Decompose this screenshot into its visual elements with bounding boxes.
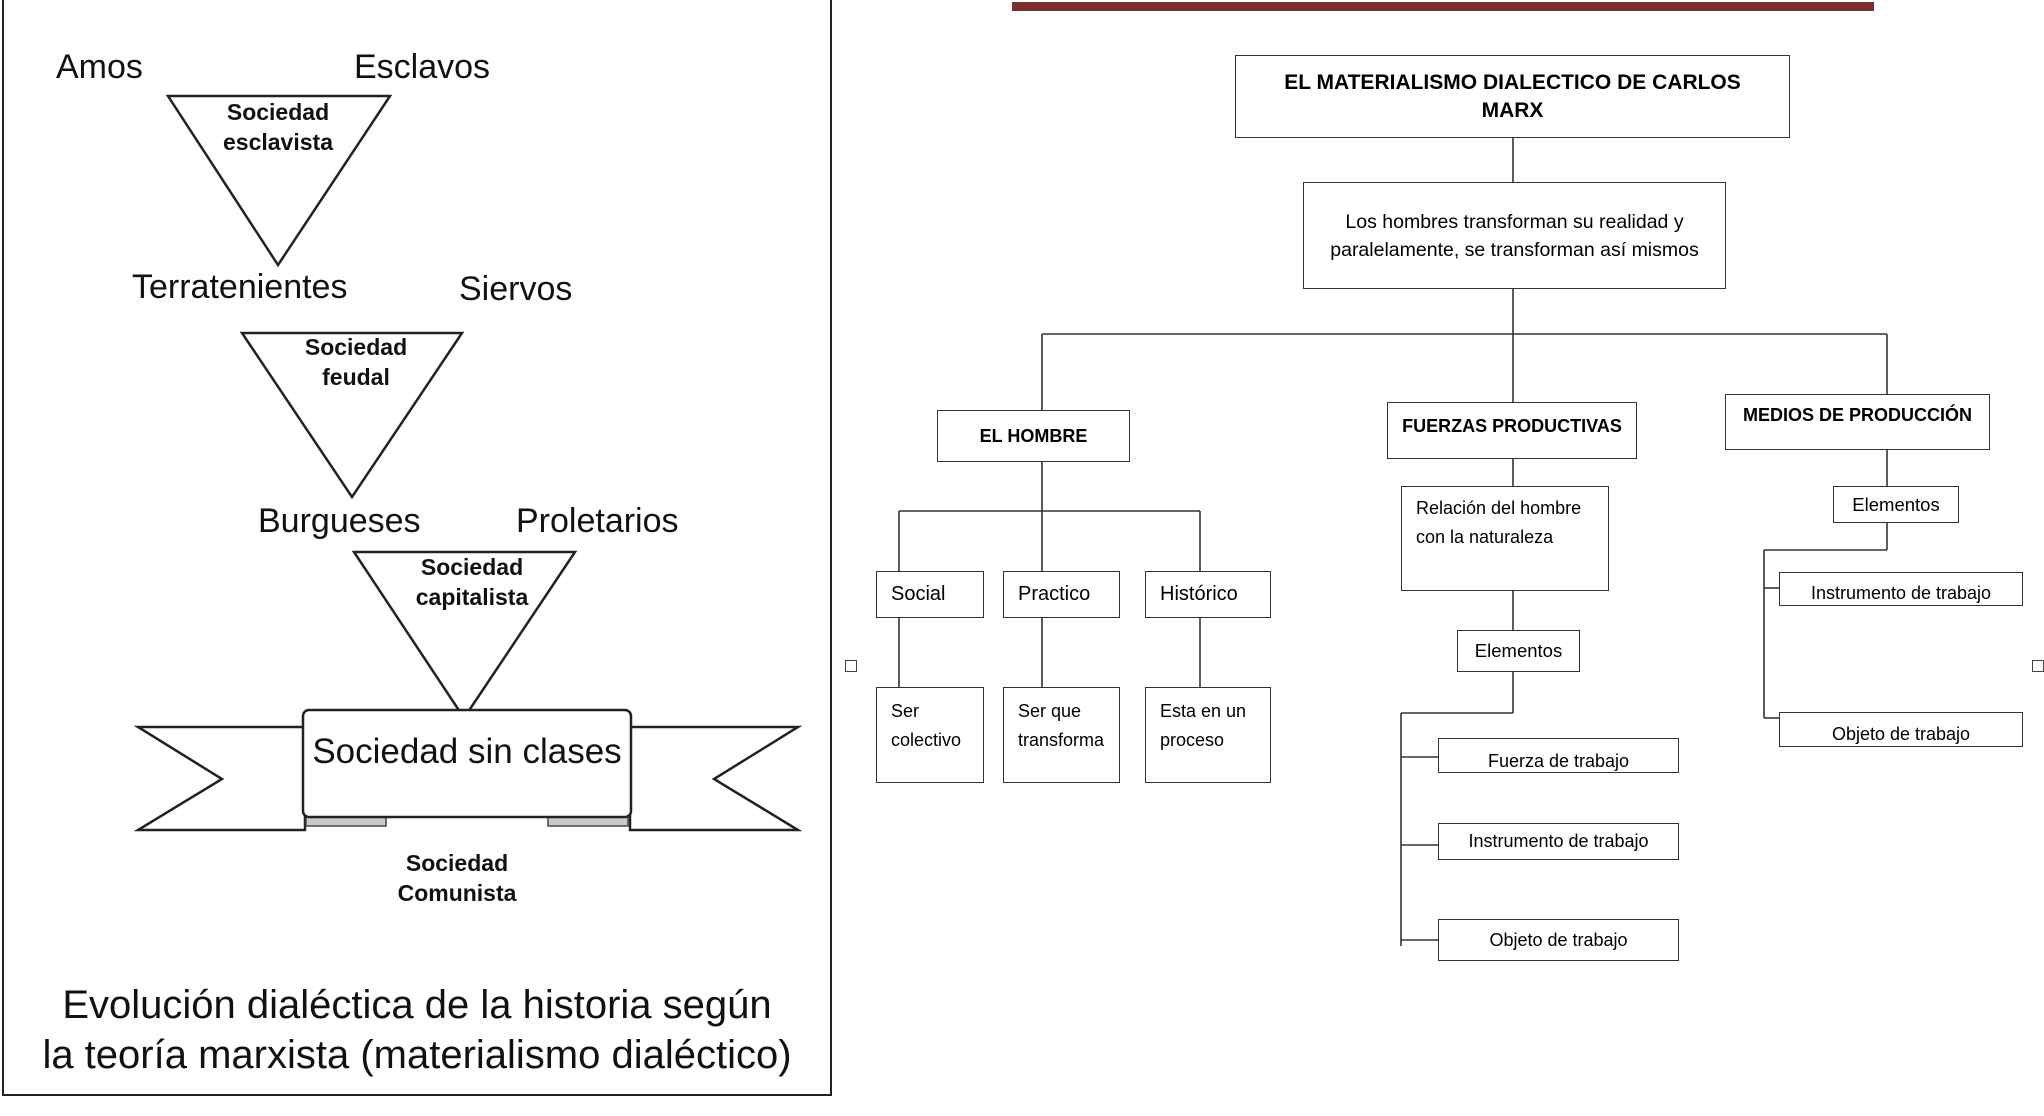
- triangle-sociedad-capitalista: [351, 550, 578, 721]
- concept-subtitle-box: Los hombres transforman su realidad y pa…: [1303, 182, 1726, 289]
- tri-line-1: Sociedad: [304, 334, 408, 360]
- label-amos: Amos: [56, 48, 143, 86]
- label-siervos: Siervos: [459, 270, 573, 308]
- fuerzas-elementos: Elementos: [1457, 630, 1580, 672]
- text-sociedad-feudal: Sociedad feudal: [288, 332, 424, 392]
- caption: Evolución dialéctica de la historia segú…: [0, 980, 834, 1080]
- label-proletarios: Proletarios: [516, 502, 679, 540]
- medios-item-objeto-de-trabajo: Objeto de trabajo: [1779, 712, 2023, 747]
- caption-line-2: la teoría marxista (materialismo dialéct…: [42, 1033, 792, 1077]
- triangle-sociedad-esclavista: [165, 94, 393, 268]
- banner-main: [301, 708, 633, 819]
- caption-line-1: Evolución dialéctica de la historia segú…: [62, 983, 772, 1027]
- child-social: Social: [876, 571, 984, 618]
- left-figure-frame: [2, 0, 832, 1096]
- tri-line-1: Sociedad: [420, 554, 524, 580]
- triangle-sociedad-feudal: [239, 331, 465, 500]
- final-line-2: Comunista: [397, 880, 517, 906]
- label-burgueses: Burgueses: [258, 502, 421, 540]
- branch-fuerzas-productivas: FUERZAS PRODUCTIVAS: [1387, 402, 1637, 459]
- banner-tail-left: [133, 725, 307, 832]
- top-decor-bar: [1012, 2, 1874, 11]
- banner-tail-right: [628, 725, 803, 832]
- text-sociedad-capitalista: Sociedad capitalista: [404, 552, 540, 612]
- fuerzas-item-instrumento-de-trabajo: Instrumento de trabajo: [1438, 823, 1679, 860]
- resize-handle-left[interactable]: [845, 660, 857, 672]
- text-sociedad-esclavista: Sociedad esclavista: [210, 97, 346, 157]
- text-sociedad-comunista: Sociedad Comunista: [372, 848, 542, 908]
- fuerzas-item-fuerza-de-trabajo: Fuerza de trabajo: [1438, 738, 1679, 773]
- tri-line-2: capitalista: [415, 584, 529, 610]
- label-esclavos: Esclavos: [354, 48, 491, 86]
- medios-item-instrumento-de-trabajo: Instrumento de trabajo: [1779, 572, 2023, 606]
- resize-handle-right[interactable]: [2032, 660, 2044, 672]
- tri-line-2: esclavista: [223, 129, 333, 155]
- child-historico: Histórico: [1145, 571, 1271, 618]
- fuerzas-relation-box: Relación del hombre con la naturaleza: [1401, 486, 1609, 591]
- detail-ser-que-transforma: Ser que transforma: [1003, 687, 1120, 783]
- label-terratenientes: Terratenientes: [132, 268, 348, 306]
- concept-title-box: EL MATERIALISMO DIALECTICO DE CARLOS MAR…: [1235, 55, 1790, 138]
- final-line-1: Sociedad: [405, 850, 509, 876]
- branch-medios-produccion: MEDIOS DE PRODUCCIÓN: [1725, 394, 1990, 450]
- banner-text: Sociedad sin clases: [312, 732, 622, 771]
- detail-ser-colectivo: Ser colectivo: [876, 687, 984, 783]
- tri-line-1: Sociedad: [226, 99, 330, 125]
- fuerzas-item-objeto-de-trabajo: Objeto de trabajo: [1438, 919, 1679, 961]
- tri-line-2: feudal: [322, 364, 390, 390]
- branch-el-hombre: EL HOMBRE: [937, 410, 1130, 462]
- medios-elementos: Elementos: [1833, 486, 1959, 523]
- child-practico: Practico: [1003, 571, 1120, 618]
- detail-esta-en-un-proceso: Esta en un proceso: [1145, 687, 1271, 783]
